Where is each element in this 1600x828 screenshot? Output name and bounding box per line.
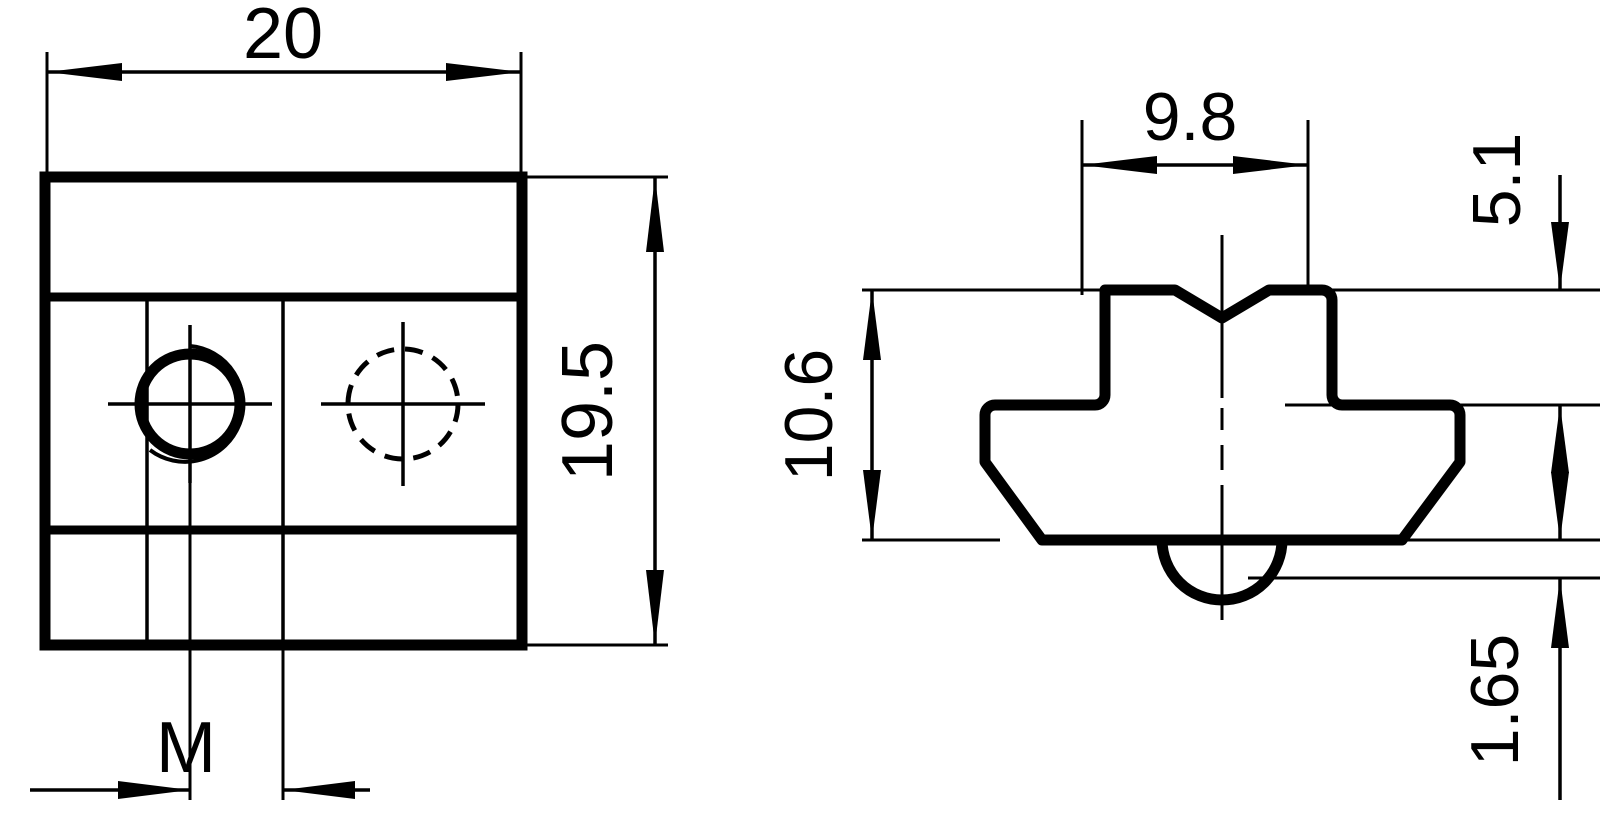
thread-major-diameter-arc: [148, 344, 246, 464]
front-view-thin-verticals: [145, 297, 285, 645]
dimension-height-19-5: 19.5: [548, 177, 664, 645]
dimension-slot-width-9-8: 9.8: [1082, 79, 1308, 174]
hole-2-center-cross: [321, 322, 485, 486]
hidden-hole-symbol: [321, 322, 485, 486]
threaded-hole-symbol: [108, 325, 272, 483]
arrowhead-10-6-top: [863, 290, 881, 360]
bottom-semicircle-boss: [1156, 539, 1288, 606]
arrowhead-9-8-left: [1082, 156, 1157, 174]
arrowhead-9-8-right: [1233, 156, 1308, 174]
section-profile-outline: [979, 284, 1466, 546]
arrowhead-m-left: [118, 781, 190, 799]
dimension-text-20: 20: [243, 0, 323, 74]
section-view: 9.8 10.6 5.1 1.65: [771, 79, 1600, 800]
dimension-width-20: 20: [47, 0, 521, 81]
arrowhead-shoulder-top: [1551, 405, 1569, 473]
arrowhead-1-65-top: [1551, 578, 1569, 648]
arrowhead-10-6-bottom: [863, 470, 881, 540]
dimension-bottom-radius-1-65: 1.65: [1457, 578, 1569, 800]
dimension-body-height-10-6: 10.6: [771, 290, 881, 540]
dimension-text-m: M: [156, 708, 216, 788]
dimension-text-9-8: 9.8: [1143, 79, 1238, 155]
arrowhead-19-5-bottom: [646, 570, 664, 645]
dimension-text-10-6: 10.6: [771, 349, 847, 481]
dimension-text-1-65: 1.65: [1457, 634, 1533, 766]
arrowhead-5-1-bottom: [1551, 222, 1569, 290]
arrowhead-19-5-top: [646, 177, 664, 252]
arrowhead-20-left: [47, 63, 122, 81]
dimension-text-19-5: 19.5: [548, 341, 628, 481]
hole-1-center-cross: [108, 325, 272, 483]
dimension-top-gap-5-1: 5.1: [1459, 133, 1569, 290]
dimension-shoulder-arrows: [1551, 405, 1569, 540]
front-view: 20 19.5 M: [30, 0, 668, 800]
dimension-thread-m: M: [30, 708, 370, 799]
arrowhead-20-right: [446, 63, 521, 81]
dimension-text-5-1: 5.1: [1459, 133, 1535, 228]
arrowhead-m-right: [283, 781, 355, 799]
arrowhead-shoulder-bottom: [1551, 472, 1569, 540]
